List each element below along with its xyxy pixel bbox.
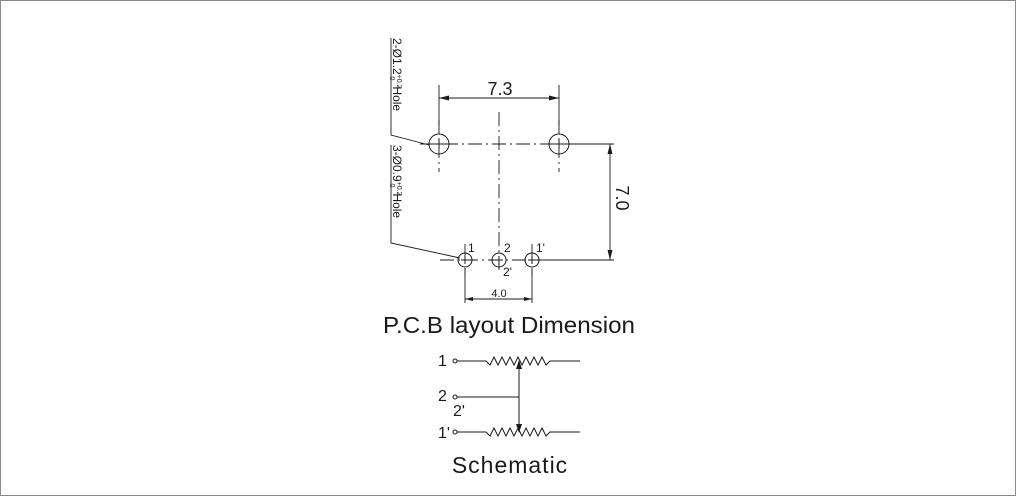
dim-vert-label: 7.0 xyxy=(612,185,632,210)
pcb-pin-2-label: 2 xyxy=(504,241,511,255)
sch-pin-1p-label: 1' xyxy=(438,425,450,442)
dim-bottom-label: 4.0 xyxy=(491,288,506,300)
pcb-pin-1-label: 1 xyxy=(468,241,475,255)
sch-pin-1p-terminal xyxy=(452,429,458,435)
sch-resistor-top xyxy=(457,355,580,367)
dim-vert-arrow-bottom xyxy=(607,250,613,260)
sch-pin-1-terminal xyxy=(452,358,458,364)
schematic-title: Schematic xyxy=(452,452,568,478)
sch-pin-1-label: 1 xyxy=(438,353,447,370)
sch-wiper-arrow-top xyxy=(516,360,522,369)
sch-pin-2p-label: 2' xyxy=(453,403,465,420)
sch-wiper-arrow-bottom xyxy=(516,424,522,433)
callout-large-hole: 2-Ø1.2+0.20Hole xyxy=(388,38,404,111)
callout-leader-small xyxy=(390,145,461,259)
small-hole-1 xyxy=(457,252,473,268)
large-hole-right xyxy=(548,133,570,155)
sch-pin-2-label: 2 xyxy=(438,388,447,405)
dim-top-arrow-right xyxy=(549,95,559,101)
small-hole-2 xyxy=(491,252,507,268)
pcb-pin-2p-label: 2' xyxy=(503,265,512,279)
dim-bottom-arrow-left xyxy=(465,297,473,301)
callout-leader-large xyxy=(390,38,430,146)
dim-top-arrow-left xyxy=(439,95,449,101)
small-hole-1-prime xyxy=(524,252,540,268)
pcb-pin-1p-label: 1' xyxy=(536,241,545,255)
pcb-title: P.C.B layout Dimension xyxy=(383,312,635,338)
dim-top-label: 7.3 xyxy=(487,79,512,99)
dim-vert-arrow-top xyxy=(607,144,613,154)
sch-resistor-bottom xyxy=(457,426,580,438)
callout-small-hole: 3-Ø0.9+0.20Hole xyxy=(388,145,404,218)
dim-bottom-arrow-right xyxy=(524,297,532,301)
large-hole-left xyxy=(428,133,450,155)
sch-pin-2-terminal xyxy=(452,394,458,400)
